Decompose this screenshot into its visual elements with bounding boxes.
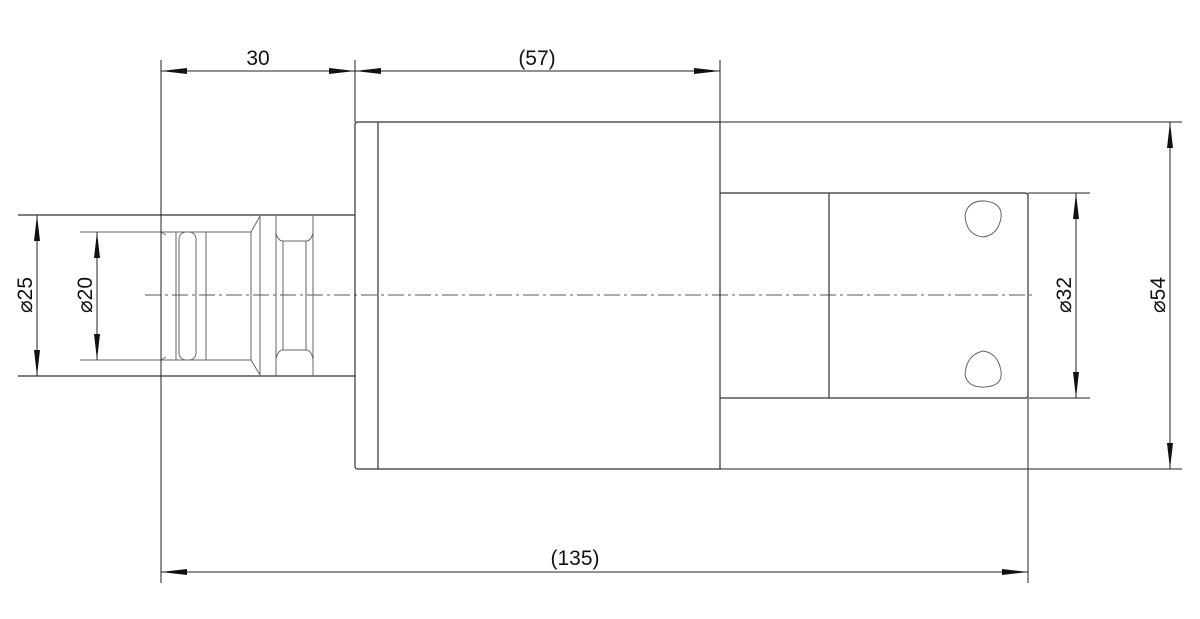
dimension-dia20: ⌀20 xyxy=(74,232,100,360)
dim-label-57: (57) xyxy=(518,47,555,70)
dimension-dia32: ⌀32 xyxy=(1053,193,1079,398)
rear-section xyxy=(720,192,1029,399)
dim-label-dia32: ⌀32 xyxy=(1053,277,1076,313)
dim-label-30: 30 xyxy=(246,47,269,70)
dimension-dia25: ⌀25 xyxy=(14,215,40,376)
hole-top xyxy=(964,200,1002,238)
extension-lines xyxy=(160,60,1182,583)
hole-bottom xyxy=(964,350,1002,388)
dim-label-dia20: ⌀20 xyxy=(74,277,97,313)
dim-label-dia25: ⌀25 xyxy=(14,277,37,313)
dim-label-135: (135) xyxy=(550,547,599,570)
dimension-57: (57) xyxy=(355,47,720,74)
main-body xyxy=(354,121,721,470)
dimension-dia54: ⌀54 xyxy=(1147,122,1173,469)
dim-label-dia54: ⌀54 xyxy=(1147,277,1170,313)
dimension-135: (135) xyxy=(161,547,1028,575)
dimension-30: 30 xyxy=(161,47,355,74)
front-shaft xyxy=(18,214,355,377)
